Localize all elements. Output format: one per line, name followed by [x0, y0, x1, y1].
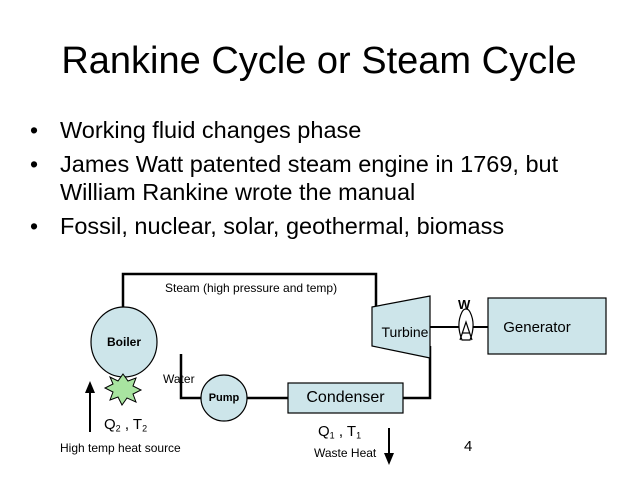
- turbine-label: Turbine: [381, 324, 429, 340]
- pump: [200, 374, 248, 422]
- heat-out-values: Q1 , T1: [318, 423, 361, 445]
- bullet-text: Fossil, nuclear, solar, geothermal, biom…: [60, 213, 505, 239]
- bullet-item: • James Watt patented steam engine in 17…: [30, 150, 620, 206]
- bullet-text: Working fluid changes phase: [60, 117, 362, 143]
- generator: [487, 297, 607, 355]
- heat-in-values: Q2 , T2: [104, 416, 147, 438]
- heat-in-q: Q: [104, 416, 116, 433]
- bullet-item: • Working fluid changes phase: [30, 116, 620, 144]
- page-number: 4: [464, 438, 473, 455]
- heat-in-arrow-icon: [85, 381, 95, 393]
- heat-in-label: High temp heat source: [60, 441, 181, 455]
- bullet-text: James Watt patented steam engine in 1769…: [60, 151, 559, 205]
- generator-label: Generator: [503, 318, 571, 336]
- bullet-list: • Working fluid changes phase • James Wa…: [30, 116, 620, 246]
- condenser: [287, 382, 404, 414]
- bullet-dot: •: [30, 213, 39, 239]
- heat-out-t: T: [346, 423, 357, 440]
- work-label: W: [458, 297, 471, 312]
- heat-out-label: Waste Heat: [314, 446, 377, 460]
- water-pipe: [179, 354, 203, 400]
- heat-in-sep: ,: [120, 416, 133, 433]
- heat-out-arrow-icon: [384, 453, 394, 465]
- condenser-label: Condenser: [306, 389, 385, 406]
- pump-label: Pump: [208, 392, 240, 404]
- steam-label: Steam (high pressure and temp): [165, 281, 338, 295]
- turbine-to-condenser-pipe: [403, 346, 432, 400]
- heat-out-q-sub: 1: [329, 430, 335, 441]
- flame-icon: [103, 373, 143, 406]
- heat-in-t: T: [132, 416, 143, 433]
- heat-in-q-sub: 2: [115, 423, 121, 434]
- steam-pipe: [121, 272, 378, 325]
- bullet-item: • Fossil, nuclear, solar, geothermal, bi…: [30, 212, 620, 240]
- heat-out-q: Q: [318, 423, 330, 440]
- turbine: [371, 295, 431, 359]
- heat-in-t-sub: 2: [142, 423, 148, 434]
- boiler-label: Boiler: [106, 335, 141, 349]
- bullet-dot: •: [30, 151, 39, 177]
- heat-out-t-sub: 1: [356, 430, 362, 441]
- water-label: Water: [163, 372, 195, 386]
- slide-title: Rankine Cycle or Steam Cycle: [61, 40, 577, 82]
- heat-out-sep: ,: [334, 423, 347, 440]
- coupling-icon: [458, 308, 474, 341]
- bullet-dot: •: [30, 117, 39, 143]
